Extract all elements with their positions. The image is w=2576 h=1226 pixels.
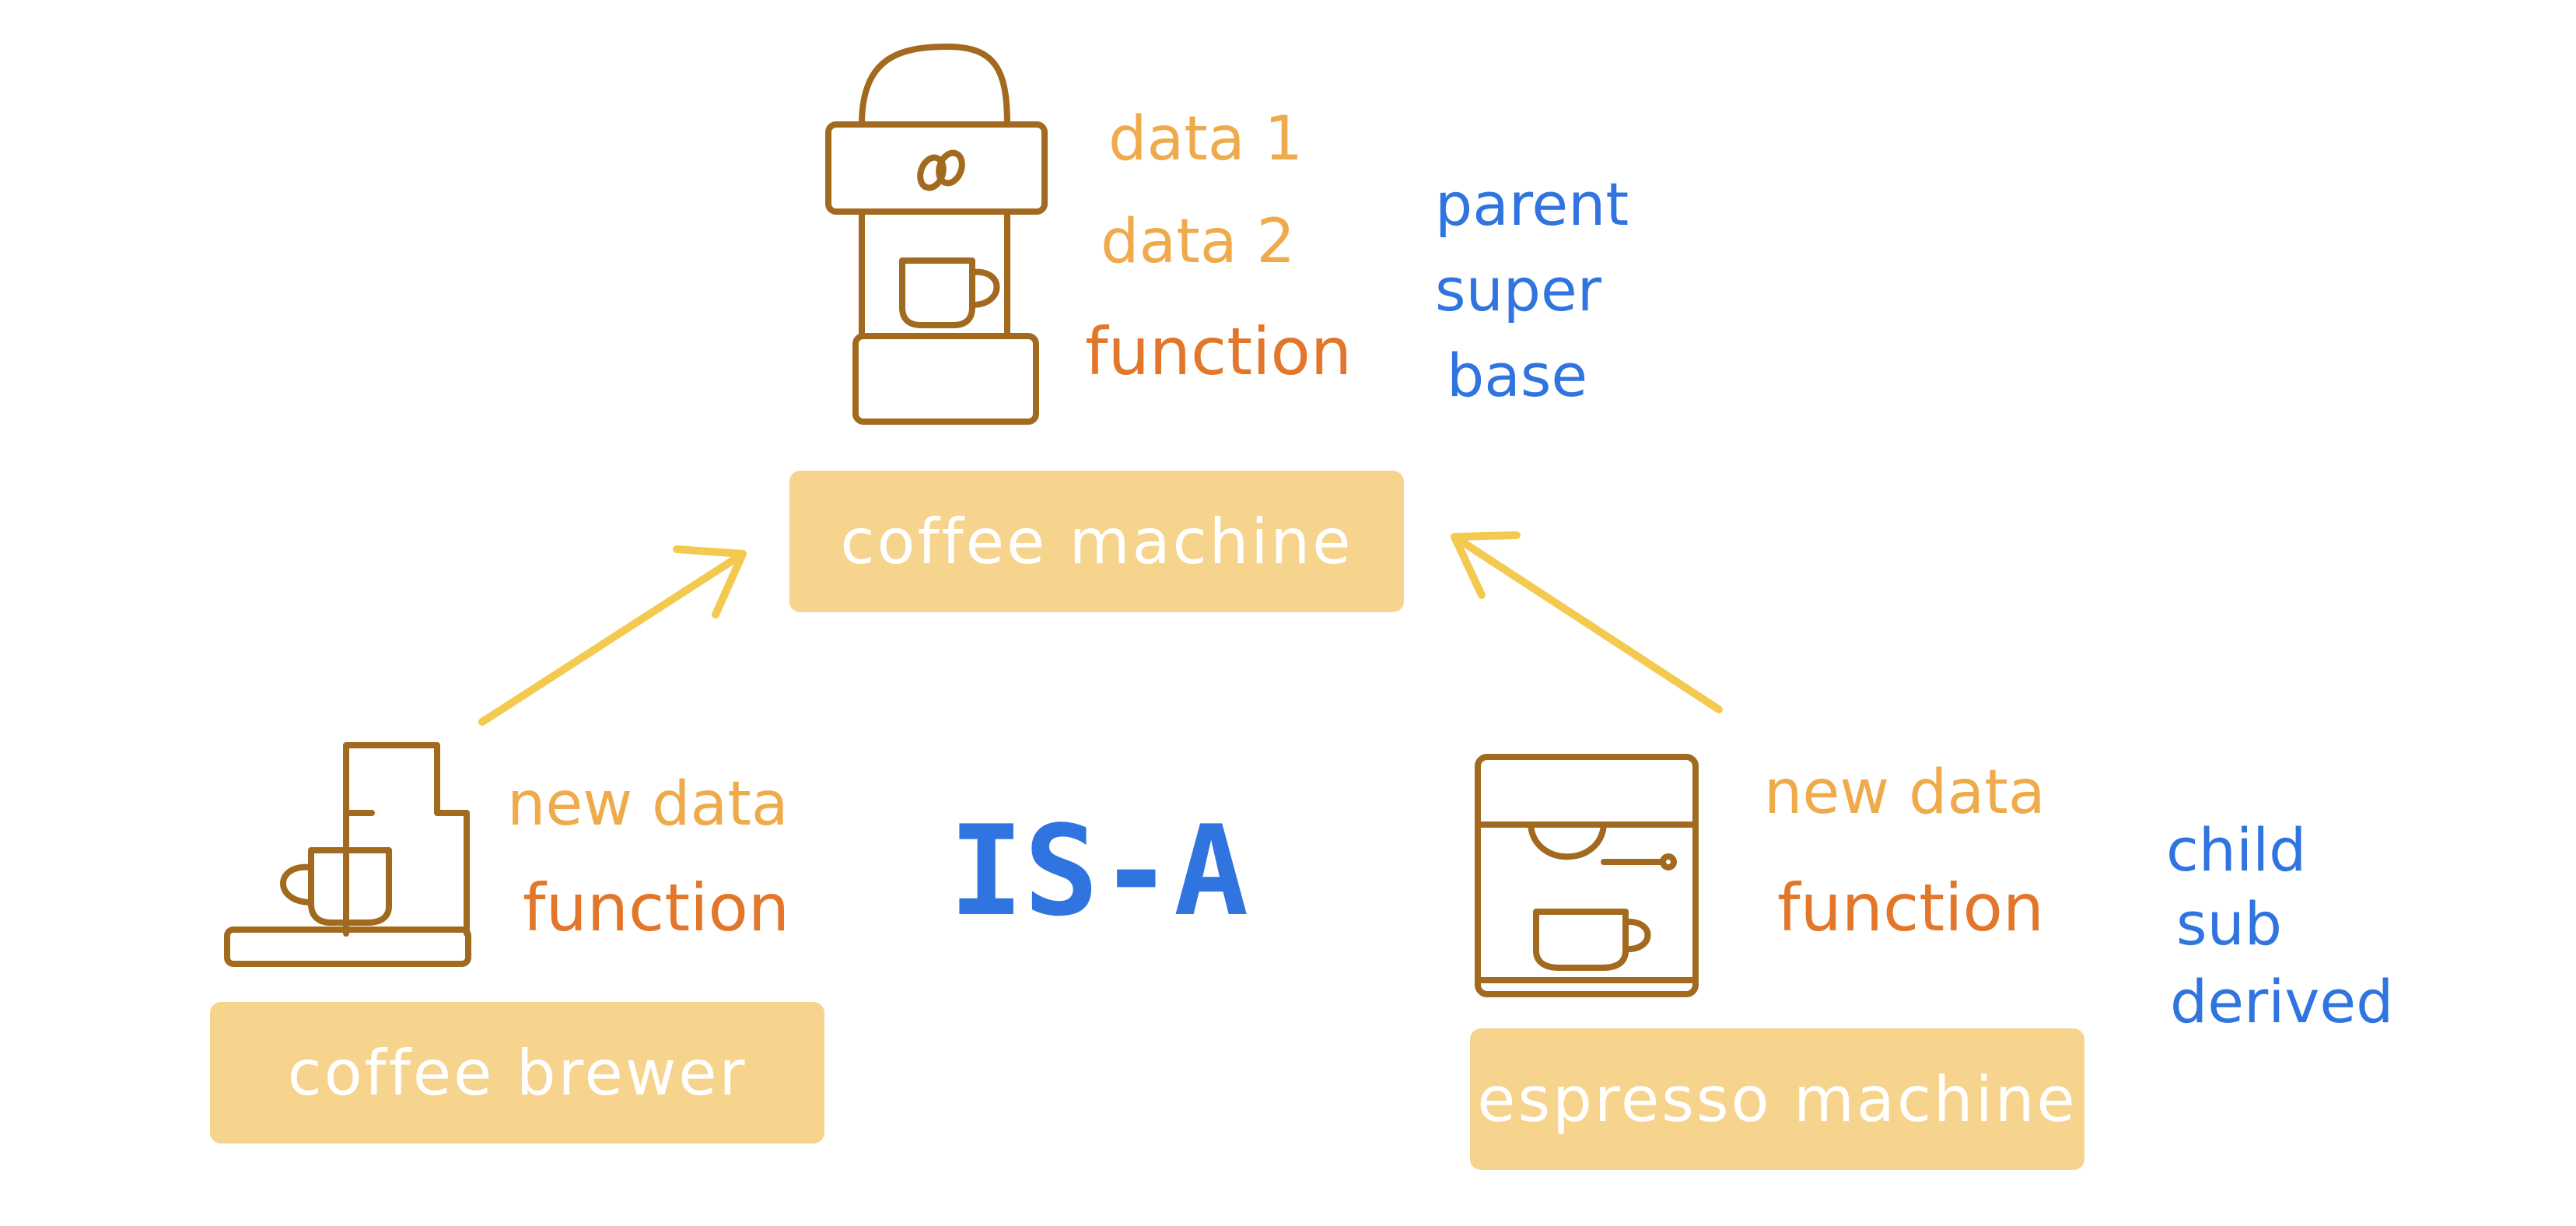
is-a-relation-label: IS-A — [949, 798, 1249, 944]
parent-data-1: data 1 — [1108, 104, 1304, 174]
coffee-machine-icon — [825, 44, 1048, 425]
coffee-machine-label: coffee machine — [789, 471, 1404, 612]
espresso-function: function — [1777, 870, 2045, 946]
parent-function: function — [1085, 314, 1353, 390]
brewer-function: function — [523, 870, 790, 946]
arrow-left-to-parent — [478, 545, 747, 726]
brewer-new-data: new data — [507, 769, 789, 839]
coffee-brewer-icon — [224, 742, 471, 967]
parent-role-parent: parent — [1435, 170, 1629, 239]
espresso-new-data: new data — [1764, 758, 2046, 828]
espresso-machine-label: espresso machine — [1470, 1028, 2084, 1170]
espresso-machine-icon — [1475, 754, 1699, 997]
coffee-brewer-label: coffee brewer — [210, 1002, 824, 1144]
child-role-sub: sub — [2176, 889, 2283, 958]
child-role-child: child — [2166, 815, 2307, 884]
child-role-derived: derived — [2170, 967, 2394, 1036]
arrow-right-to-parent — [1451, 531, 1723, 713]
parent-data-2: data 2 — [1101, 207, 1296, 277]
parent-role-base: base — [1447, 341, 1588, 410]
parent-role-super: super — [1435, 255, 1602, 324]
